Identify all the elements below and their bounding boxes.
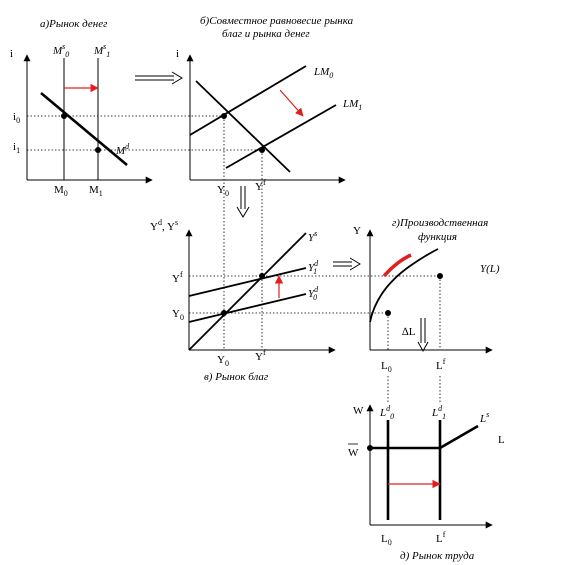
label-y0-b: Y0 <box>217 184 229 198</box>
curve-production-highlight <box>382 253 412 278</box>
caption-is-lm-line1: б)Совместное равновесие рынка <box>200 15 354 27</box>
line-is <box>195 80 291 173</box>
point-eq1-c <box>259 273 265 279</box>
panel-is-lm: б)Совместное равновесие рынка благ и рын… <box>176 15 362 350</box>
label-ys: Ys <box>308 229 317 244</box>
point-wbar <box>367 445 373 451</box>
axis-label-i-b: i <box>176 48 179 60</box>
panel-production-function: г)Производственная функция Y Y(L) ∆L L0 … <box>353 217 500 402</box>
label-delta-l: ∆L <box>402 326 416 338</box>
label-i0: i0 <box>13 111 20 125</box>
line-yd0 <box>188 293 307 323</box>
label-ls: Ls <box>479 410 489 425</box>
label-ms0: Ms0 <box>52 42 69 59</box>
point-eq0-c <box>221 310 227 316</box>
double-arrow-c-d <box>333 257 361 271</box>
caption-production-line2: функция <box>418 231 457 243</box>
label-ld1: Ld1 <box>431 404 446 421</box>
axis-label-w: W <box>353 405 364 417</box>
line-lm1 <box>225 104 337 169</box>
point-eq1-a <box>95 147 101 153</box>
label-yf-bottom: Yf <box>255 348 266 363</box>
curve-production <box>369 248 439 323</box>
double-arrow-b-c <box>236 186 250 218</box>
panel-money-market: а)Рынок денег i Ms0 Ms1 Md i0 i1 M0 M1 <box>10 18 262 198</box>
line-ys <box>188 232 307 351</box>
label-l0-e: L0 <box>381 533 392 547</box>
shift-arrow-lm <box>279 89 304 117</box>
panel-labour-market: W W Ld0 Ld1 Ls L L0 Lf д) Рынок труда <box>348 404 505 562</box>
caption-labour-market: д) Рынок труда <box>400 550 475 562</box>
label-ms1: Ms1 <box>93 42 110 59</box>
label-lm1: LM1 <box>342 98 362 112</box>
label-y0-left: Y0 <box>172 308 184 322</box>
caption-is-lm-line2: благ и рынка денег <box>222 28 310 40</box>
axis-label-yd-ys: Yd, Ys <box>150 218 178 233</box>
label-l0-d: L0 <box>381 360 392 374</box>
point-eq0-a <box>61 113 67 119</box>
line-md <box>40 92 128 166</box>
axis-label-y-d: Y <box>353 225 361 237</box>
caption-goods-market: в) Рынок благ <box>204 371 269 383</box>
caption-money-market: а)Рынок денег <box>40 18 108 30</box>
axis-label-i-a: i <box>10 48 13 60</box>
label-m1: M1 <box>89 184 103 198</box>
label-i1: i1 <box>13 141 20 155</box>
label-lf-d: Lf <box>436 357 446 372</box>
label-md: Md <box>115 142 130 157</box>
double-arrow-a-b <box>135 71 183 85</box>
line-lm0 <box>189 65 307 136</box>
point-lf-d <box>437 273 443 279</box>
delta-arrow-down <box>417 318 429 353</box>
label-lm0: LM0 <box>313 66 333 80</box>
label-lf-e: Lf <box>436 530 446 545</box>
label-m0: M0 <box>54 184 68 198</box>
caption-production-line1: г)Производственная <box>392 217 488 229</box>
label-wbar: W <box>348 447 359 459</box>
label-ld0: Ld0 <box>379 404 394 421</box>
label-yf-left: Yf <box>172 270 183 285</box>
line-yd1 <box>188 267 307 297</box>
point-l0-d <box>385 310 391 316</box>
label-y0-bottom: Y0 <box>217 354 229 368</box>
axis-label-l-e: L <box>498 434 505 446</box>
label-y-of-l: Y(L) <box>480 263 500 275</box>
label-yf-b: Yf <box>255 178 266 193</box>
line-ls-rising <box>439 424 479 450</box>
